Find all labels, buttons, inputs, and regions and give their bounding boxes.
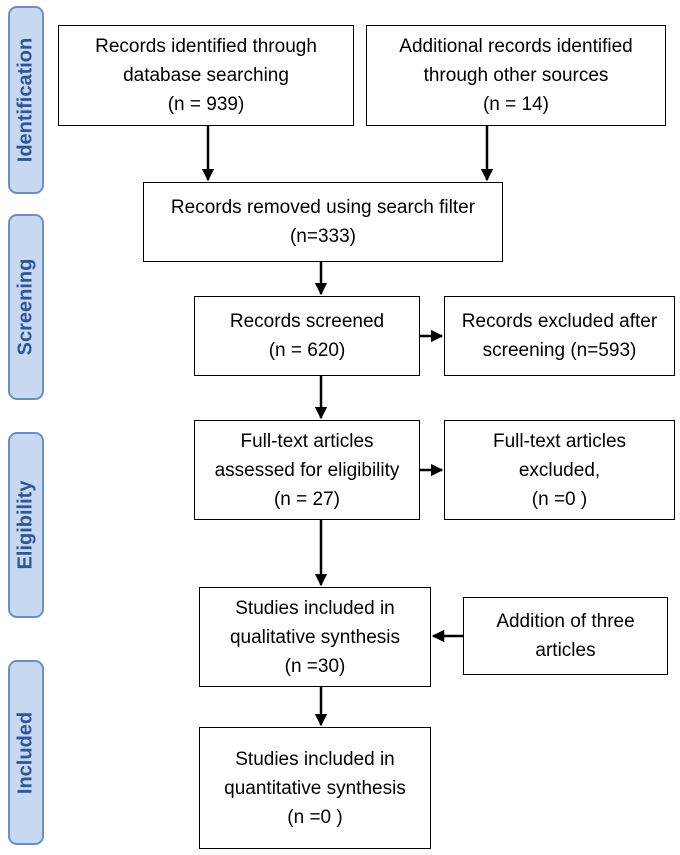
box-text-line: Records screened	[229, 311, 385, 332]
phase-screening-label: Screening	[14, 258, 37, 356]
box-records-screened: Records screened (n = 620)	[194, 296, 420, 376]
box-text-line: Full-text articles	[492, 430, 627, 452]
phase-eligibility: Eligibility	[8, 432, 44, 618]
box-quantitative-synthesis: Studies included in quantitative synthes…	[199, 727, 431, 849]
box-fulltext-assessed: Full-text articles assessed for eligibil…	[194, 420, 420, 520]
box-text-line: Records identified through	[95, 36, 317, 57]
phase-included-label: Included	[14, 711, 37, 794]
phase-eligibility-label: Eligibility	[14, 480, 37, 570]
phase-screening: Screening	[8, 214, 44, 400]
box-count: (n = 14)	[482, 94, 549, 115]
box-text-line: database searching	[123, 65, 289, 86]
box-text-line: Addition of three	[496, 611, 635, 632]
box-text-line: Additional records identified	[399, 36, 633, 57]
box-search-filter: Records removed using search filter (n=3…	[143, 182, 503, 262]
box-count: (n=333)	[289, 226, 357, 247]
box-text-line: articles	[535, 640, 596, 661]
box-qualitative-synthesis: Studies included in qualitative synthesi…	[199, 587, 431, 687]
box-excluded-after-screening: Records excluded after screening (n=593)	[444, 296, 675, 376]
box-text-line: Records excluded after	[461, 311, 658, 332]
box-count: (n = 620)	[268, 340, 346, 361]
box-count: (n = 939)	[167, 94, 245, 115]
box-other-sources: Additional records identified through ot…	[366, 25, 666, 126]
box-text-line: Records removed using search filter	[170, 197, 476, 218]
box-database-searching: Records identified through database sear…	[58, 25, 354, 126]
box-text-line: Studies included in	[235, 597, 395, 619]
box-count: (n =0 )	[531, 488, 588, 510]
phase-included: Included	[8, 660, 44, 845]
box-text-line: Studies included in	[235, 748, 395, 770]
box-fulltext-excluded: Full-text articles excluded, (n =0 )	[444, 420, 675, 520]
box-count: (n =0 )	[287, 806, 343, 828]
box-text-line: qualitative synthesis	[229, 626, 401, 648]
box-text-line: through other sources	[423, 65, 609, 86]
phase-identification-label: Identification	[14, 37, 37, 163]
box-count: (n =30)	[284, 655, 346, 677]
box-addition-articles: Addition of three articles	[463, 597, 668, 675]
box-text-line: quantitative synthesis	[224, 777, 406, 799]
box-count: (n = 27)	[273, 488, 340, 510]
box-text-line: Full-text articles	[240, 430, 374, 452]
phase-identification: Identification	[8, 6, 44, 194]
box-text-line: assessed for eligibility	[214, 459, 400, 481]
box-text-line: screening (n=593)	[482, 340, 637, 361]
box-text-line: excluded,	[518, 459, 601, 481]
